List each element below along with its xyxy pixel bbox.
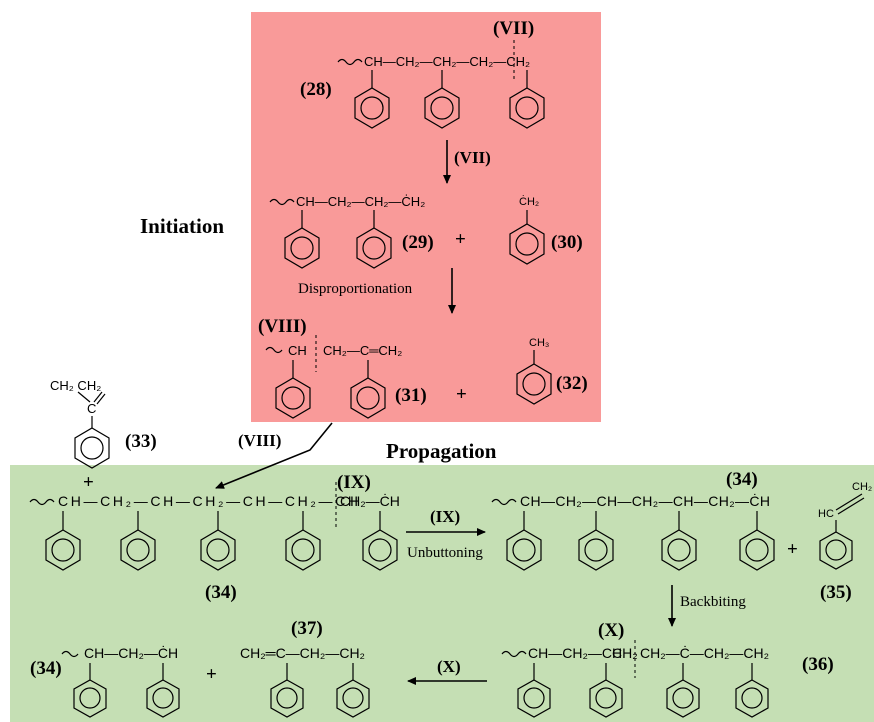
compound-29: CH—CH₂—CH₂—ĊH₂ — [269, 194, 425, 269]
formula-35-ch2: CH₂ — [852, 481, 872, 493]
disproportionation-label: Disproportionation — [298, 281, 413, 297]
formula-29: CH—CH₂—CH₂—ĊH₂ — [296, 194, 425, 209]
compound-34-right: CH—CH₂—CH—CH₂—CH—CH₂—ĊH — [491, 492, 775, 571]
propagation-panel — [10, 465, 874, 722]
compound-31: CH CH₂—C═CH₂ — [265, 335, 402, 419]
formula-36c: CH₂—Ċ—CH₂—CH₂ — [640, 644, 769, 661]
formula-33-c: C — [87, 401, 96, 416]
plus-29-30: + — [455, 229, 466, 250]
label-36: (36) — [802, 654, 834, 675]
formula-34-right: CH—CH₂—CH—CH₂—CH—CH₂—ĊH — [520, 492, 770, 509]
arrow-viii — [215, 422, 333, 489]
label-37: (37) — [291, 618, 323, 639]
label-35: (35) — [820, 582, 852, 603]
formula-31a: CH — [288, 343, 307, 358]
label-28: (28) — [300, 79, 332, 100]
step-viii-label: (VIII) — [258, 316, 307, 337]
plus-33: + — [83, 472, 94, 493]
label-34a: (34) — [205, 582, 237, 603]
compound-30: ĊH₂ — [509, 195, 545, 265]
compound-34-small: CH—CH₂—ĊH — [61, 644, 180, 718]
compound-35: HC CH₂ — [818, 481, 872, 570]
formula-34-small: CH—CH₂—ĊH — [84, 644, 178, 661]
formula-chain: CH—CH₂—CH—CH₂—CH—CH₂—CH — [58, 493, 358, 509]
arrow-viii-label: (VIII) — [238, 431, 281, 450]
formula-37: CH₂═C—CH₂—CH₂ — [240, 645, 365, 661]
label-34b: (34) — [726, 469, 758, 490]
plus-31-32: + — [456, 384, 467, 405]
plus-34-35: + — [787, 539, 798, 560]
label-31: (31) — [395, 385, 427, 406]
arrow-x-label: (X) — [437, 657, 461, 676]
arrow-ix-label: (IX) — [430, 507, 460, 526]
label-30: (30) — [551, 232, 583, 253]
compound-28: CH—CH₂—CH₂—CH₂—CH₂ — [337, 40, 545, 129]
compound-33: CH₂ CH₂ C — [50, 378, 110, 469]
compound-36: CH—CH₂—CH CH₂ CH₂—Ċ—CH₂—CH₂ — [501, 640, 769, 718]
propagation-label: Propagation — [386, 439, 497, 463]
label-29: (29) — [402, 232, 434, 253]
formula-30: ĊH₂ — [519, 195, 539, 208]
initiation-label: Initiation — [140, 214, 224, 238]
formula-32: CH₃ — [529, 337, 549, 349]
formula-28: CH—CH₂—CH₂—CH₂—CH₂ — [364, 54, 530, 69]
compound-37: CH₂═C—CH₂—CH₂ — [240, 645, 370, 718]
formula-chain-end: CH₂—ĊH — [340, 492, 400, 509]
initiation-panel — [251, 12, 601, 422]
backbiting-label: Backbiting — [680, 594, 746, 610]
arrow-vii-label: (VII) — [454, 148, 491, 167]
compound-32: CH₃ — [516, 337, 552, 405]
formula-35: HC — [818, 508, 834, 520]
unbuttoning-label: Unbuttoning — [407, 545, 483, 561]
step-x-label: (X) — [598, 620, 624, 641]
label-34c: (34) — [30, 658, 62, 679]
step-vii-label: (VII) — [493, 18, 534, 39]
formula-36b: CH₂ — [612, 645, 638, 661]
formula-31b: CH₂—C═CH₂ — [323, 343, 402, 358]
formula-33: CH₂ CH₂ — [50, 378, 101, 393]
label-32: (32) — [556, 373, 588, 394]
label-33: (33) — [125, 431, 157, 452]
step-ix-label: (IX) — [337, 472, 371, 493]
plus-34-37: + — [206, 664, 217, 685]
formula-36a: CH—CH₂—CH — [528, 645, 622, 661]
